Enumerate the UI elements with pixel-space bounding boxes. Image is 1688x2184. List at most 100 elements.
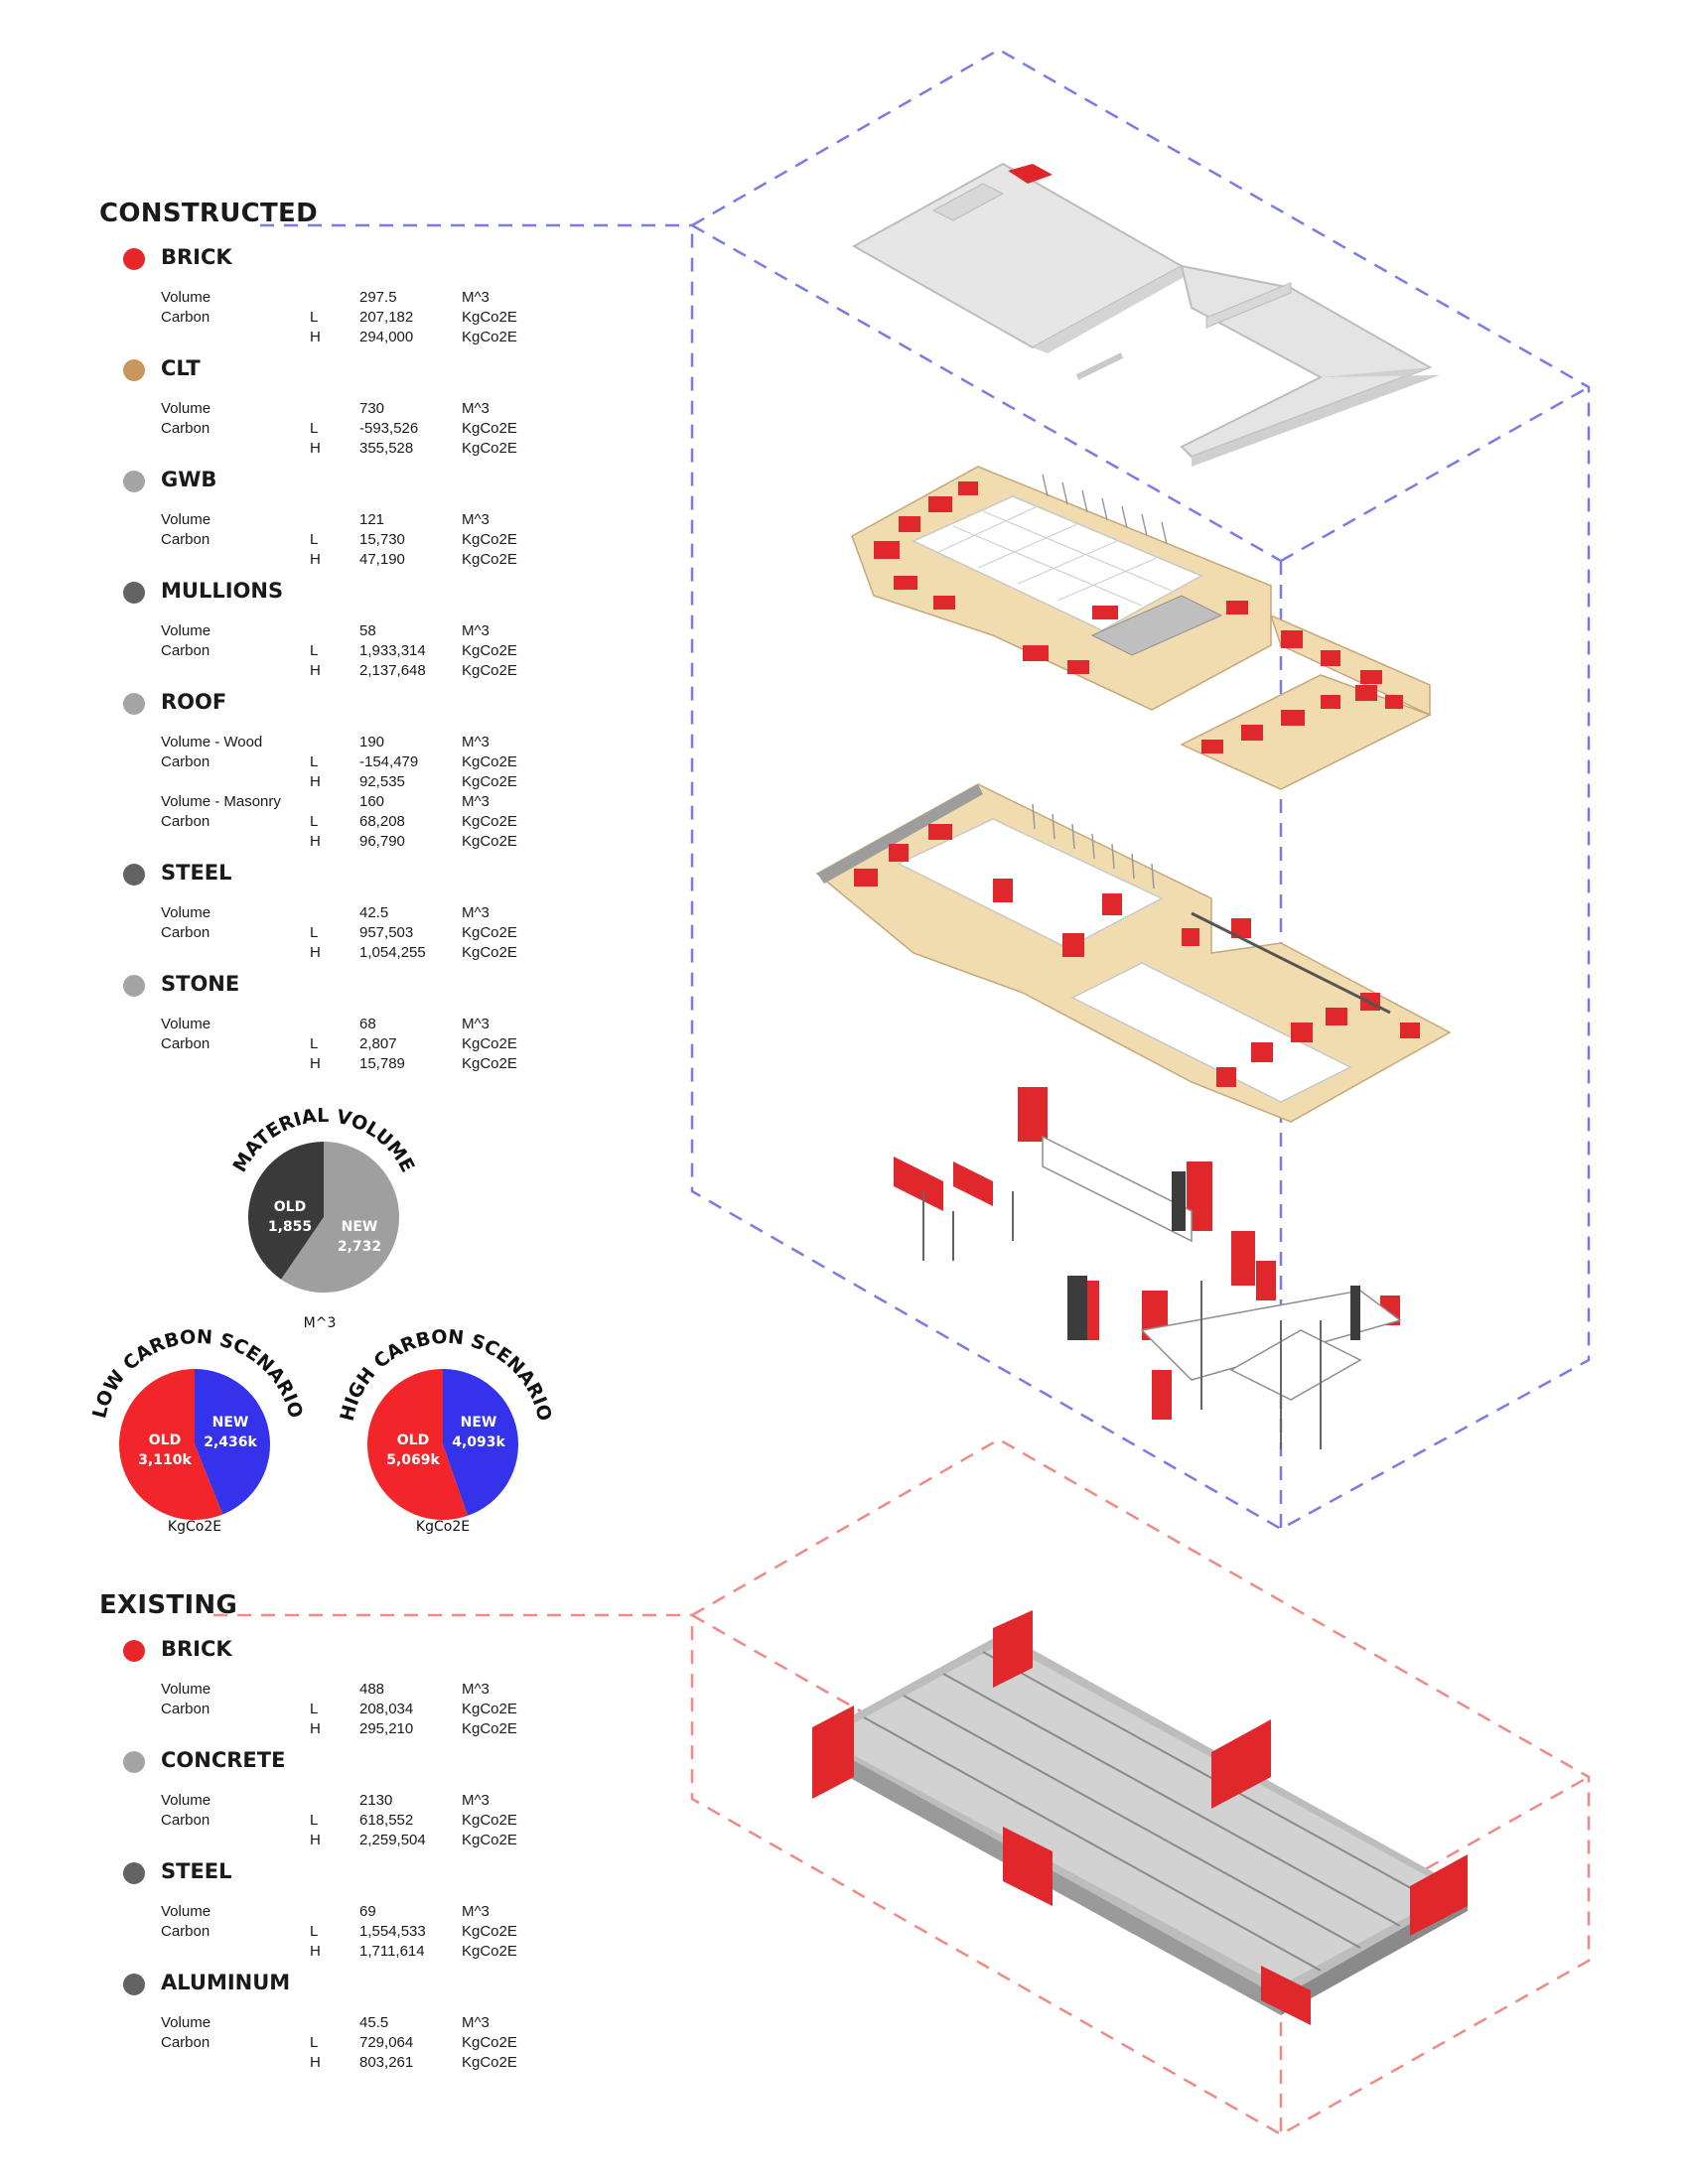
row-unit: KgCo2E bbox=[462, 1832, 517, 1848]
row-lh: L bbox=[310, 2034, 319, 2051]
material-color-dot bbox=[123, 1862, 145, 1884]
row-value: 729,064 bbox=[359, 2034, 414, 2051]
row-value: 15,730 bbox=[359, 531, 405, 548]
row-lh: H bbox=[310, 2054, 321, 2071]
row-label: Carbon bbox=[161, 924, 211, 941]
row-unit: KgCo2E bbox=[462, 1812, 517, 1829]
row-unit: KgCo2E bbox=[462, 2054, 517, 2071]
row-label: Carbon bbox=[161, 309, 211, 326]
row-unit: KgCo2E bbox=[462, 1701, 517, 1717]
row-unit: KgCo2E bbox=[462, 1923, 517, 1940]
row-label: Volume bbox=[161, 1681, 211, 1698]
row-value: 208,034 bbox=[359, 1701, 414, 1717]
row-label: Volume bbox=[161, 1903, 211, 1920]
row-value: 1,554,533 bbox=[359, 1923, 426, 1940]
row-lh: H bbox=[310, 773, 321, 790]
row-unit: KgCo2E bbox=[462, 813, 517, 830]
row-label: Carbon bbox=[161, 813, 211, 830]
row-lh: L bbox=[310, 309, 319, 326]
row-label: Volume bbox=[161, 289, 211, 306]
row-value: 294,000 bbox=[359, 329, 414, 345]
row-value: 42.5 bbox=[359, 904, 389, 921]
row-unit: KgCo2E bbox=[462, 1035, 517, 1052]
material-name: CONCRETE bbox=[161, 1748, 286, 1772]
row-value: 730 bbox=[359, 400, 385, 417]
row-unit: KgCo2E bbox=[462, 1720, 517, 1737]
row-unit: M^3 bbox=[462, 904, 490, 921]
row-unit: M^3 bbox=[462, 1681, 490, 1698]
row-value: 207,182 bbox=[359, 309, 414, 326]
row-lh: H bbox=[310, 944, 321, 961]
row-value: 45.5 bbox=[359, 2014, 389, 2031]
row-unit: M^3 bbox=[462, 793, 490, 810]
pie-slice-old bbox=[367, 1369, 468, 1520]
row-label: Volume bbox=[161, 1792, 211, 1809]
row-lh: H bbox=[310, 1832, 321, 1848]
pie-val-new: 4,093k bbox=[452, 1434, 505, 1450]
row-unit: KgCo2E bbox=[462, 551, 517, 568]
row-unit: KgCo2E bbox=[462, 662, 517, 679]
pie-cat-old: OLD bbox=[274, 1199, 306, 1215]
row-value: 2,259,504 bbox=[359, 1832, 426, 1848]
row-unit: M^3 bbox=[462, 2014, 490, 2031]
row-lh: H bbox=[310, 440, 321, 457]
row-value: -593,526 bbox=[359, 420, 419, 437]
row-value: 96,790 bbox=[359, 833, 405, 850]
pie-cat-old: OLD bbox=[397, 1433, 429, 1448]
row-value: 69 bbox=[359, 1903, 376, 1920]
row-label: Carbon bbox=[161, 1923, 211, 1940]
pie-slice-new bbox=[281, 1142, 399, 1293]
pie-cat-new: NEW bbox=[461, 1415, 497, 1431]
row-value: 2,137,648 bbox=[359, 662, 426, 679]
row-value: 68,208 bbox=[359, 813, 405, 830]
row-value: 297.5 bbox=[359, 289, 397, 306]
row-lh: L bbox=[310, 1701, 319, 1717]
existing-building bbox=[812, 1610, 1468, 2025]
row-value: 803,261 bbox=[359, 2054, 414, 2071]
pie-val-new: 2,732 bbox=[338, 1239, 381, 1255]
row-unit: KgCo2E bbox=[462, 1943, 517, 1960]
material-color-dot bbox=[123, 975, 145, 997]
row-unit: KgCo2E bbox=[462, 773, 517, 790]
row-unit: KgCo2E bbox=[462, 2034, 517, 2051]
row-label: Carbon bbox=[161, 420, 211, 437]
material-color-dot bbox=[123, 359, 145, 381]
row-value: 2130 bbox=[359, 1792, 393, 1809]
row-value: 15,789 bbox=[359, 1055, 405, 1072]
row-unit: KgCo2E bbox=[462, 329, 517, 345]
material-name: STEEL bbox=[161, 861, 232, 885]
row-unit: KgCo2E bbox=[462, 440, 517, 457]
row-unit: KgCo2E bbox=[462, 753, 517, 770]
row-label: Carbon bbox=[161, 531, 211, 548]
row-value: 68 bbox=[359, 1016, 376, 1032]
row-unit: M^3 bbox=[462, 400, 490, 417]
row-value: 1,933,314 bbox=[359, 642, 426, 659]
roof-layer bbox=[851, 162, 1440, 467]
existing-title: EXISTING bbox=[99, 1590, 238, 1620]
row-value: -154,479 bbox=[359, 753, 419, 770]
material-volume-unit: M^3 bbox=[304, 1315, 337, 1331]
row-value: 1,054,255 bbox=[359, 944, 426, 961]
row-unit: KgCo2E bbox=[462, 944, 517, 961]
